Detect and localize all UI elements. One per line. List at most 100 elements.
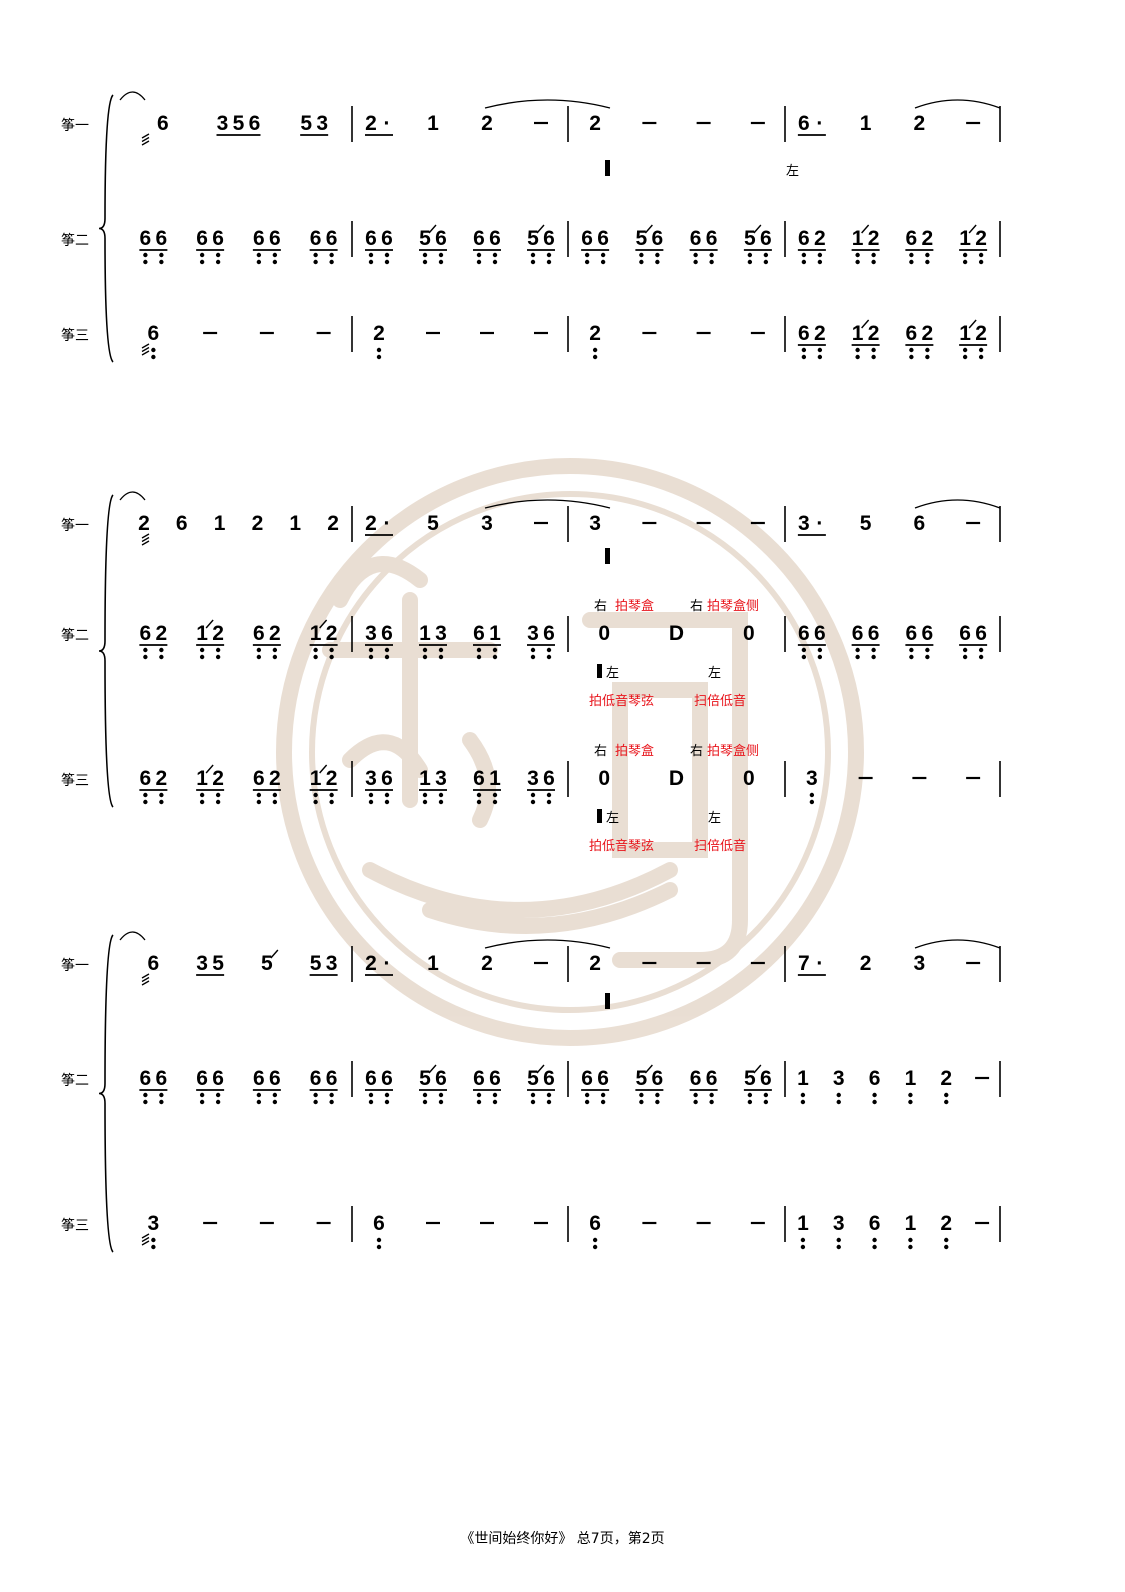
octave-dot — [368, 647, 374, 653]
octave-dot — [329, 259, 334, 265]
note: 3 — [481, 512, 493, 535]
note: 6 — [706, 227, 718, 250]
note: 5 — [527, 1067, 539, 1090]
note: 5 — [212, 952, 224, 975]
note: D — [669, 622, 684, 645]
octave-dot — [763, 259, 769, 265]
octave-dot — [978, 354, 984, 360]
octave-dot — [492, 792, 498, 798]
octave-dot — [709, 259, 714, 265]
note: 6 — [597, 227, 609, 250]
octave-dot — [422, 792, 428, 798]
octave-dot — [925, 252, 930, 258]
octave-dot — [438, 654, 444, 660]
note: 1 — [797, 1212, 809, 1235]
note: 6 — [310, 1067, 322, 1090]
note: 6 — [381, 1067, 393, 1090]
note: 3 — [365, 622, 377, 645]
octave-dot — [693, 1092, 698, 1098]
note: 6 — [597, 1067, 609, 1090]
octave-dot — [693, 252, 698, 258]
note: 6 — [156, 1067, 168, 1090]
note: 6 — [906, 622, 918, 645]
note: 6 — [148, 322, 160, 345]
octave-dot — [313, 799, 318, 805]
note: 0 — [743, 622, 755, 645]
note: 3 — [196, 952, 208, 975]
note: 6 — [706, 1067, 718, 1090]
octave-dot — [801, 354, 807, 360]
octave-dot — [256, 252, 262, 258]
octave-dot — [376, 1237, 382, 1243]
octave-dot — [199, 654, 205, 660]
augmentation-dot: · — [384, 512, 391, 535]
left-hand-label: 左 — [786, 164, 799, 179]
note: 6 — [140, 767, 152, 790]
tremolo-mark — [141, 1233, 150, 1239]
stroke-mark — [270, 949, 279, 959]
octave-dot — [817, 347, 823, 353]
note: 6 — [212, 1067, 224, 1090]
note: 5 — [300, 112, 312, 135]
stroke-mark — [753, 1064, 762, 1074]
octave-dot — [384, 647, 390, 653]
octave-dot — [600, 1099, 606, 1105]
octave-dot — [909, 347, 914, 353]
octave-dot — [256, 792, 262, 798]
slur — [119, 91, 146, 101]
note: 7 — [798, 952, 810, 975]
octave-dot — [855, 347, 860, 353]
note: 3 — [316, 112, 328, 135]
slur — [484, 99, 611, 109]
tremolo-mark — [141, 343, 150, 349]
note: 3 — [435, 767, 447, 790]
note: 2 — [975, 322, 987, 345]
note: 0 — [743, 767, 755, 790]
note: 6 — [365, 1067, 377, 1090]
octave-dot — [368, 654, 374, 660]
note: 6 — [253, 767, 265, 790]
octave-dot — [199, 647, 205, 653]
octave-dot — [272, 647, 278, 653]
octave-dot — [801, 259, 807, 265]
slur — [484, 939, 611, 949]
note: 6 — [473, 767, 485, 790]
octave-dot — [256, 1099, 262, 1105]
note: 0 — [598, 767, 610, 790]
note: 6 — [798, 227, 810, 250]
octave-dot — [422, 647, 428, 653]
note: 2 — [922, 322, 934, 345]
note: 6 — [196, 227, 208, 250]
left-hand-label: 左 — [708, 811, 721, 826]
octave-dot — [909, 259, 914, 265]
octave-dot — [143, 1092, 148, 1098]
octave-dot — [530, 647, 536, 653]
octave-dot — [962, 354, 968, 360]
octave-dot — [329, 654, 334, 660]
octave-dot — [530, 799, 536, 805]
octave-dot — [800, 1092, 806, 1098]
note: 2 — [326, 622, 338, 645]
note: 2 — [481, 112, 493, 135]
octave-dot — [159, 259, 164, 265]
octave-dot — [871, 354, 876, 360]
stroke-mark — [428, 1064, 437, 1074]
note: 1 — [797, 1067, 809, 1090]
note: 6 — [253, 1067, 265, 1090]
octave-dot — [836, 1099, 841, 1105]
technique-pat-low-string: 拍低音琴弦 — [589, 838, 654, 854]
system-brace — [98, 94, 114, 363]
octave-dot — [944, 1099, 949, 1105]
note: 6 — [381, 622, 393, 645]
part-label: 筝二 — [61, 1072, 89, 1089]
octave-dot — [763, 1099, 769, 1105]
octave-dot — [836, 1092, 841, 1098]
octave-dot — [817, 252, 823, 258]
octave-dot — [546, 792, 552, 798]
note: 2 — [589, 952, 601, 975]
left-hand-label: 左 — [606, 666, 619, 681]
note: 5 — [744, 227, 756, 250]
augmentation-dot: · — [816, 512, 823, 535]
